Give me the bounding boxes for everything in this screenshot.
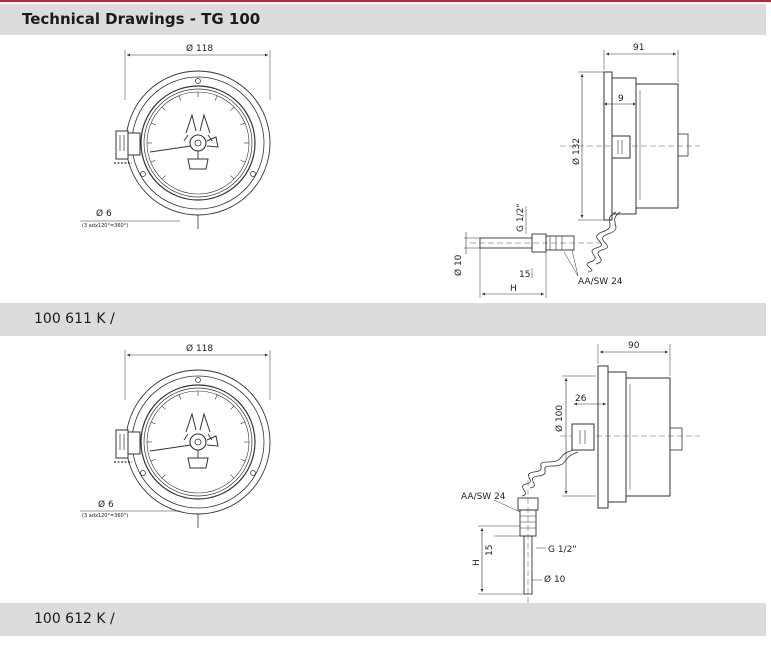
model-label: 100 612 K / xyxy=(34,611,115,627)
side-offset-label: 9 xyxy=(618,94,624,104)
side-view-2: 90 26 Ø 100 H 15 G 1/2" Ø 10 AA/SW 24 xyxy=(461,341,700,604)
front-diameter-label: Ø 118 xyxy=(186,43,213,54)
model-bar: 100 611 K / xyxy=(0,303,766,336)
side-diameter-label: Ø 132 xyxy=(571,138,582,165)
model-label: 100 611 K / xyxy=(34,311,115,327)
side-stem-label: Ø 10 xyxy=(544,574,566,585)
front-view-2: Ø 118 Ø 6 (3 adx120°=360°) xyxy=(80,343,271,529)
hole-label: Ø 6 xyxy=(96,208,112,219)
side-length-label: 15 xyxy=(519,270,530,280)
hole-note: (3 adx120°=360°) xyxy=(82,513,128,519)
front-diameter-label: Ø 118 xyxy=(186,343,213,354)
side-wrench-label: AA/SW 24 xyxy=(578,277,623,287)
side-wrench-label: AA/SW 24 xyxy=(461,492,506,502)
side-depth-label: 91 xyxy=(633,43,644,53)
hole-label: Ø 6 xyxy=(98,499,114,510)
side-thread-label: G 1/2" xyxy=(516,204,526,232)
side-depth-label: 90 xyxy=(628,341,640,351)
side-length-label: 15 xyxy=(485,545,495,556)
hole-note: (3 adx120°=360°) xyxy=(82,223,128,229)
page-title: Technical Drawings - TG 100 xyxy=(22,10,261,28)
model-bar: 100 612 K / xyxy=(0,603,766,636)
front-view-1: Ø 118 Ø 6 (3 adx120°=360°) xyxy=(80,43,271,230)
side-diameter-label: Ø 100 xyxy=(554,405,565,432)
side-height-label: H xyxy=(510,284,517,294)
side-view-1: 91 9 Ø 132 H 15 Ø 10 G 1/2" AA/SW 24 xyxy=(453,43,700,298)
side-stem-label: Ø 10 xyxy=(453,254,464,276)
side-thread-label: G 1/2" xyxy=(548,545,576,555)
accent-line xyxy=(0,0,771,2)
header-bar: Technical Drawings - TG 100 xyxy=(0,4,766,35)
side-offset-label: 26 xyxy=(575,394,587,404)
side-height-label: H xyxy=(472,559,482,566)
